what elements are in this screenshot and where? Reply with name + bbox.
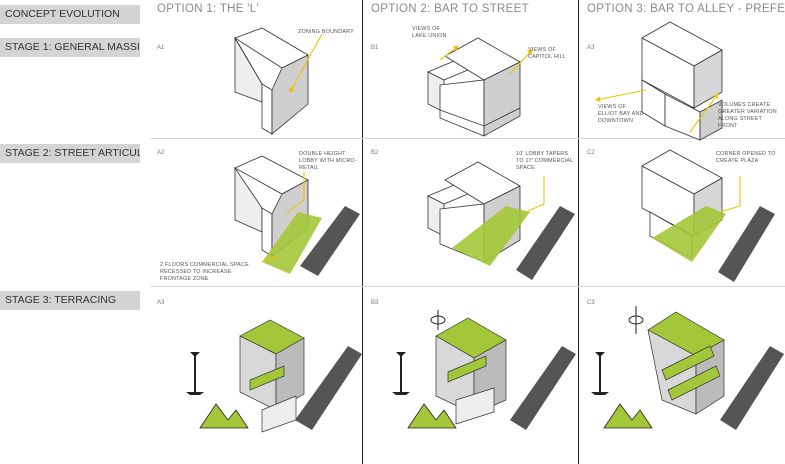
- column-divider: [578, 0, 579, 464]
- stage-label-concept: CONCEPT EVOLUTION: [0, 5, 140, 24]
- column-divider: [362, 0, 363, 464]
- note-corner-plaza: CORNER OPENED TO CREATE PLAZA: [716, 151, 776, 164]
- cell-label-a3: A3: [157, 300, 165, 306]
- row-divider: [150, 138, 785, 139]
- context-icons: [186, 352, 653, 429]
- cell-label-c2: C2: [587, 150, 595, 156]
- terraced-massing: [239, 311, 784, 433]
- stage-label-terracing: STAGE 3: TERRACING: [0, 291, 140, 310]
- note-lobby-taper: 10' LOBBY TAPERS TO 17' COMMERCIAL SPACE: [516, 151, 574, 171]
- note-volumes: VOLUMES CREATE GREATER VARIATION ALONG S…: [718, 102, 777, 129]
- note-capitol-hill: VIEWS OF CAPITOL HILL: [528, 47, 567, 60]
- massing-a1: [234, 27, 309, 135]
- cell-label-a1: A1: [157, 45, 165, 51]
- massing-c1: [641, 21, 723, 141]
- option-2-title: OPTION 2: BAR TO STREET: [371, 3, 529, 15]
- street-elements: [262, 206, 775, 282]
- note-commercial-space: 2 FLOORS COMMERCIAL SPACE RECESSED TO IN…: [160, 262, 249, 282]
- stage-label-massing: STAGE 1: GENERAL MASSING: [0, 38, 140, 57]
- cell-label-b3: B3: [371, 300, 379, 306]
- callout-arrows: [261, 33, 741, 263]
- row-divider: [150, 286, 785, 287]
- note-lake-union: VIEWS OF LAKE UNION: [412, 26, 447, 39]
- massing-b1: [427, 37, 521, 137]
- option-3-title: OPTION 3: BAR TO ALLEY - PREFERRED: [587, 3, 785, 15]
- stage-label-street: STAGE 2: STREET ARTICULATION: [0, 144, 140, 163]
- option-1-title: OPTION 1: THE 'L': [157, 3, 259, 15]
- cell-label-c1: A3: [587, 45, 595, 51]
- note-elliot-bay: VIEWS OF ELLIOT BAY AND DOWNTOWN: [598, 104, 644, 124]
- cell-label-c3: C3: [587, 300, 595, 306]
- cell-label-b1: B1: [371, 45, 379, 51]
- note-double-lobby: DOUBLE HEIGHT LOBBY WITH MICRO-RETAIL: [299, 151, 357, 171]
- note-zoning-boundary: ZONING BOUNDARY: [298, 29, 354, 35]
- rotation-icons: [430, 306, 644, 334]
- cell-label-a2: A2: [157, 150, 165, 156]
- cell-label-b2: B2: [371, 150, 379, 156]
